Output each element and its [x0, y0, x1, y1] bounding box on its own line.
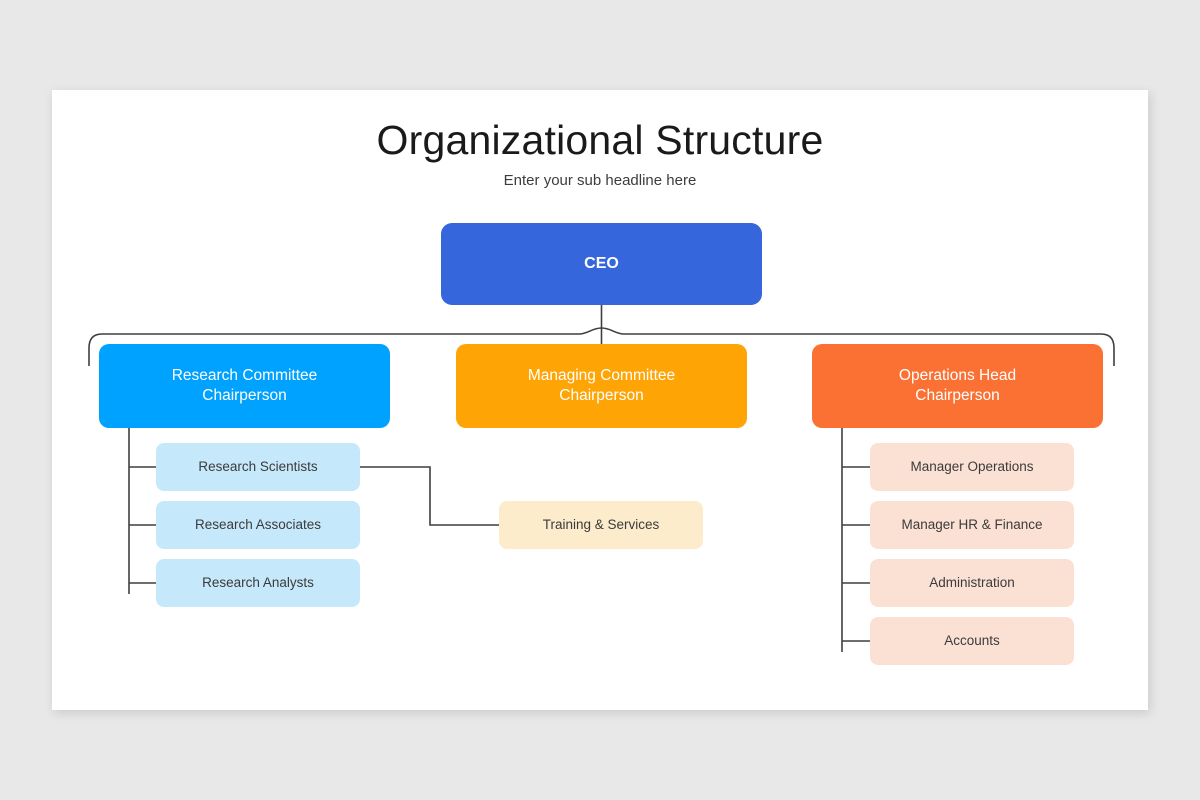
node-administration[interactable]: Administration — [870, 559, 1074, 607]
node-operations-head[interactable]: Operations Head Chairperson — [812, 344, 1103, 428]
node-research-analysts[interactable]: Research Analysts — [156, 559, 360, 607]
node-administration-label: Administration — [929, 575, 1015, 591]
node-research-associates-label: Research Associates — [194, 517, 322, 533]
node-manager-hr-finance[interactable]: Manager HR & Finance — [870, 501, 1074, 549]
node-research-scientists-label: Research Scientists — [198, 459, 318, 475]
node-manager-operations-label: Manager Operations — [910, 459, 1034, 475]
slide-canvas: Organizational Structure Enter your sub … — [52, 90, 1148, 710]
page-title: Organizational Structure — [376, 117, 824, 163]
node-ceo-label: CEO — [584, 254, 619, 272]
node-accounts[interactable]: Accounts — [870, 617, 1074, 665]
node-managing-committee[interactable]: Managing Committee Chairperson — [456, 344, 747, 428]
node-managing-committee-label: Managing Committee Chairperson — [527, 366, 676, 404]
node-training-services-label: Training & Services — [542, 517, 660, 533]
node-ceo[interactable]: CEO — [441, 223, 762, 305]
node-research-associates[interactable]: Research Associates — [156, 501, 360, 549]
org-chart-diagram: CEO Research Committee Chairperson Manag… — [52, 90, 1148, 710]
node-operations-head-label: Operations Head Chairperson — [898, 366, 1017, 404]
connector-scientists-to-training — [360, 466, 499, 526]
node-research-committee-label: Research Committee Chairperson — [171, 366, 318, 404]
node-research-analysts-label: Research Analysts — [202, 575, 314, 591]
node-research-scientists[interactable]: Research Scientists — [156, 443, 360, 491]
node-research-committee[interactable]: Research Committee Chairperson — [99, 344, 390, 428]
node-accounts-label: Accounts — [944, 633, 1000, 649]
node-manager-hr-finance-label: Manager HR & Finance — [901, 517, 1043, 533]
page-subtitle: Enter your sub headline here — [503, 172, 697, 189]
node-manager-operations[interactable]: Manager Operations — [870, 443, 1074, 491]
node-training-services[interactable]: Training & Services — [499, 501, 703, 549]
